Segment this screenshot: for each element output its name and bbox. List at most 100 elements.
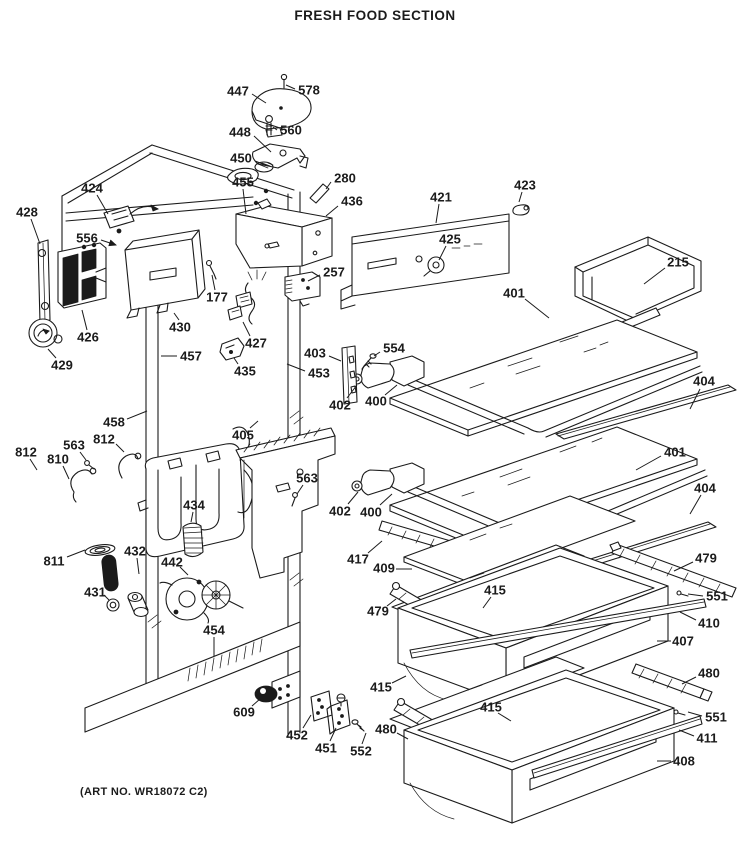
part-label-556: 556: [76, 231, 98, 246]
leader-line-455: [242, 188, 247, 215]
leader-line-280: [325, 181, 332, 190]
bushing-432: [127, 591, 149, 618]
part-label-479: 479: [367, 604, 389, 619]
clip-435: [219, 337, 245, 361]
rail-480-right: [631, 663, 705, 699]
screw-554: [369, 353, 377, 359]
leader-line-811: [66, 549, 86, 558]
part-label-435: 435: [234, 364, 256, 379]
part-label-404: 404: [694, 481, 716, 496]
part-label-551: 551: [705, 710, 727, 725]
leader-line-479: [673, 561, 694, 572]
screw-552: [351, 719, 359, 725]
part-label-451: 451: [315, 741, 337, 756]
leader-line-402: [347, 491, 359, 505]
leader-line-552: [361, 732, 367, 745]
grommet-609: [254, 685, 278, 703]
leader-line-415: [497, 712, 512, 722]
leader-line-430: [173, 312, 180, 321]
part-label-415: 415: [484, 583, 506, 598]
shelf-frame-2: [407, 469, 708, 545]
part-label-436: 436: [341, 194, 363, 209]
part-label-415: 415: [370, 680, 392, 695]
part-label-447: 447: [227, 84, 249, 99]
part-label-448: 448: [229, 125, 251, 140]
part-label-423: 423: [514, 178, 536, 193]
art-number: (ART NO. WR18072 C2): [80, 786, 208, 798]
top-hinge-parts-drawing: [227, 73, 312, 185]
part-label-560: 560: [280, 123, 302, 138]
part-label-812: 812: [15, 445, 37, 460]
leader-line-447: [251, 93, 267, 104]
clip-424: [103, 205, 135, 229]
leader-line-436: [325, 205, 339, 217]
part-label-402: 402: [329, 398, 351, 413]
part-label-452: 452: [286, 728, 308, 743]
leader-line-435: [233, 357, 239, 365]
leader-line-452: [302, 714, 312, 729]
part-label-432: 432: [124, 544, 146, 559]
leader-line-578: [285, 84, 296, 90]
rail-421: [351, 213, 510, 297]
leader-line-404: [689, 388, 701, 410]
part-label-811: 811: [44, 554, 65, 569]
part-label-578: 578: [298, 83, 320, 98]
leader-line-451: [329, 727, 337, 742]
part-label-402: 402: [329, 504, 351, 519]
leader-line-401: [524, 298, 550, 319]
leader-line-400: [379, 493, 393, 506]
part-label-453: 453: [308, 366, 330, 381]
screw-177: [205, 259, 213, 267]
part-label-563: 563: [296, 471, 318, 486]
part-label-479: 479: [695, 551, 717, 566]
screw-551-1: [676, 590, 682, 596]
grommet-434: [182, 522, 204, 558]
part-label-411: 411: [697, 731, 718, 746]
leader-line-424: [96, 194, 109, 215]
leader-line-423: [518, 191, 523, 203]
part-label-401: 401: [503, 286, 525, 301]
leader-line-560: [272, 126, 278, 131]
leader-line-411: [678, 729, 695, 737]
leader-line-551: [687, 711, 703, 717]
leader-line-402: [346, 384, 358, 399]
leader-line-556: [100, 239, 117, 247]
leader-line-810: [62, 465, 70, 480]
leader-line-427: [242, 321, 251, 337]
leader-line-177: [211, 274, 216, 291]
leader-line-400: [384, 384, 398, 396]
drawer-assembly-bottom-drawing: [389, 656, 713, 824]
screw-563-mid: [292, 492, 298, 498]
leader-line-554: [373, 351, 381, 357]
leader-line-563: [79, 451, 87, 461]
bottom-hardware-drawing: [254, 685, 365, 735]
part-label-403: 403: [304, 346, 326, 361]
part-label-409: 409: [373, 561, 395, 576]
part-label-442: 442: [161, 555, 183, 570]
part-label-552: 552: [350, 744, 372, 759]
leader-line-480: [681, 676, 697, 685]
shelf-frame-1: [407, 365, 703, 438]
leader-line-453: [286, 363, 306, 372]
part-label-563: 563: [63, 438, 85, 453]
leader-line-421: [435, 203, 440, 224]
leader-line-401: [635, 455, 662, 471]
leader-line-812: [29, 458, 38, 471]
part-label-426: 426: [77, 330, 99, 345]
part-label-407: 407: [672, 634, 694, 649]
screw-563-left: [84, 460, 90, 466]
part-label-480: 480: [375, 722, 397, 737]
leader-line-479: [386, 598, 397, 607]
water-tank-drawing: [70, 426, 254, 624]
leader-line-609: [251, 698, 261, 707]
part-label-454: 454: [203, 623, 225, 638]
bracket-451: [326, 693, 351, 735]
leader-line-415: [391, 675, 407, 684]
rail-421-drawing: [340, 204, 530, 310]
leader-line-405: [249, 420, 259, 429]
tag-280: [309, 183, 330, 204]
leader-line-812: [115, 443, 125, 453]
tube-812-left: [70, 469, 93, 503]
